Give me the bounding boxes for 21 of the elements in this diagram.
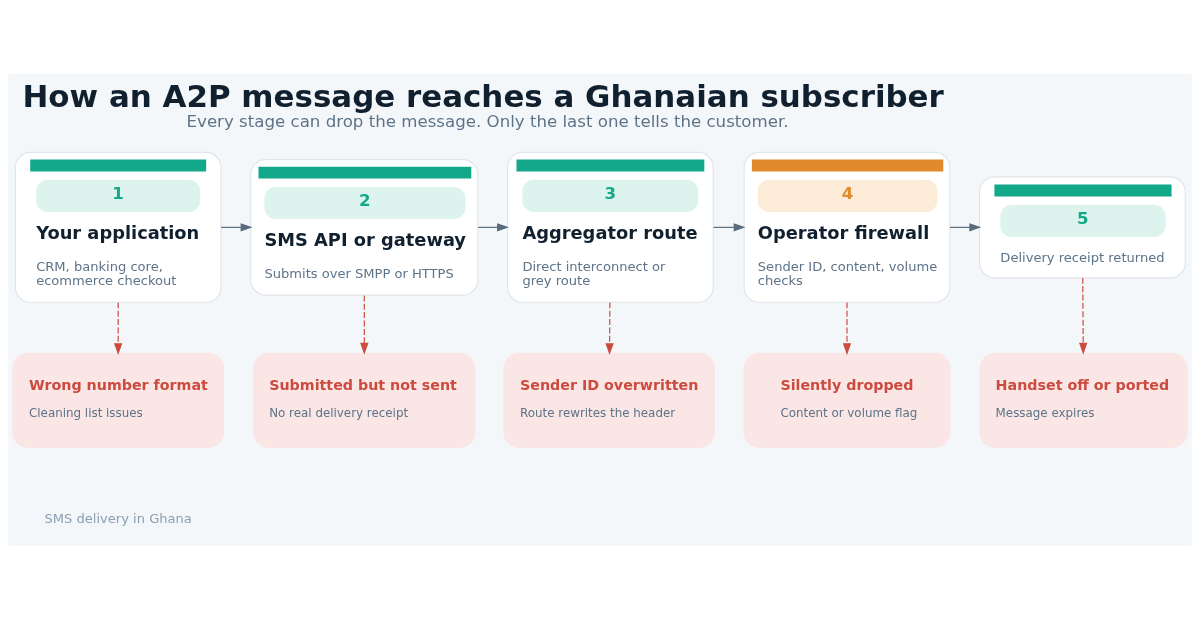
node-box: 5 Delivery receipt returned (978, 176, 1186, 279)
node-box: 1 Your application CRM, banking core, ecommerce checkout (14, 151, 222, 303)
node-box: 3 Aggregator route Direct interconnect or grey route (506, 151, 714, 303)
arrow (114, 301, 123, 356)
node-box: Sender ID overwritten Route rewrites the header (503, 352, 716, 448)
node-box: 2 SMS API or gateway Submits over SMPP or HTTPS (250, 159, 479, 296)
node-box: 4 Operator firewall Sender ID, content, volume checks (743, 151, 951, 303)
label: SMS delivery in Ghana (44, 511, 192, 527)
arrow (949, 223, 982, 232)
node-box: Handset off or ported Message expires (979, 352, 1188, 448)
node-box: Submitted but not sent No real delivery receipt (253, 352, 476, 448)
arrow (605, 301, 614, 356)
arrow (360, 294, 369, 355)
arrow (1079, 277, 1088, 355)
arrow (842, 301, 852, 356)
arrow (220, 223, 253, 232)
node-box: Silently dropped Content or volume flag (743, 352, 951, 448)
diagram-title: How an A2P message reaches a Ghanaian subscriber (22, 78, 944, 115)
arrow (477, 223, 509, 232)
arrow (712, 223, 746, 232)
node-box: Wrong number format Cleaning list issues (12, 352, 224, 448)
